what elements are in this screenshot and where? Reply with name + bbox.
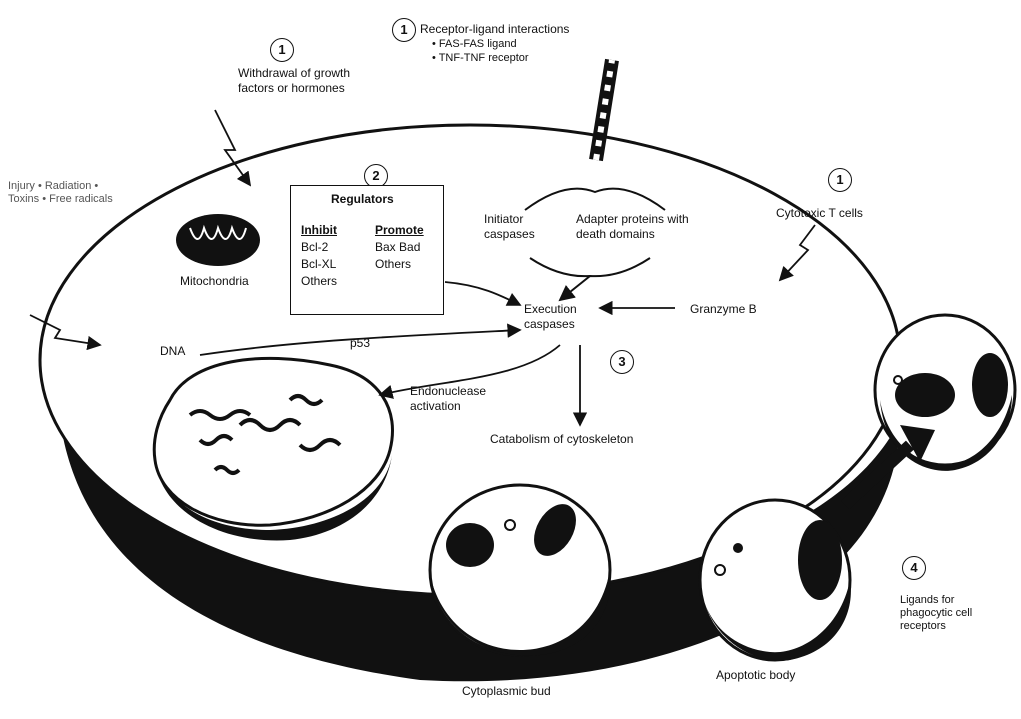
catabolism-label: Catabolism of cytoskeleton — [490, 432, 633, 447]
initiator-caspases-label: Initiator caspases — [484, 212, 564, 242]
regulators-box: Regulators Inhibit Bcl-2 Bcl-XL Others P… — [290, 185, 444, 315]
execution-caspases-label: Execution caspases — [524, 302, 604, 332]
adapter-proteins-label: Adapter proteins with death domains — [576, 212, 696, 242]
step-1-withdrawal-badge: 1 — [270, 38, 294, 62]
regulators-title: Regulators — [331, 192, 394, 206]
injury-label: Injury • Radiation • Toxins • Free radic… — [8, 180, 113, 206]
inhibit-column: Inhibit Bcl-2 Bcl-XL Others — [301, 222, 361, 290]
receptor-title: Receptor-ligand interactions — [420, 22, 569, 37]
step-3-badge: 3 — [610, 350, 634, 374]
p53-label: p53 — [350, 336, 370, 351]
inhibit-header: Inhibit — [301, 222, 361, 239]
step-1-cytotoxic-badge: 1 — [828, 168, 852, 192]
step-1-receptor-badge: 1 — [392, 18, 416, 42]
granzyme-b-label: Granzyme B — [690, 302, 757, 317]
ligands-label: Ligands for phagocytic cell receptors — [900, 594, 1010, 633]
cytotoxic-t-cells-label: Cytotoxic T cells — [776, 206, 863, 221]
endonuclease-label: Endonuclease activation — [410, 384, 520, 414]
promote-header: Promote — [375, 222, 439, 239]
dna-label: DNA — [160, 344, 185, 359]
mitochondria-label: Mitochondria — [180, 274, 249, 289]
apoptotic-body-label: Apoptotic body — [716, 668, 795, 683]
receptor-item-fas: • FAS-FAS ligand — [432, 38, 517, 51]
inhibit-items: Bcl-2 Bcl-XL Others — [301, 239, 351, 290]
mitochondrion-icon — [176, 214, 260, 266]
cytoplasmic-bud-label: Cytoplasmic bud — [462, 684, 551, 699]
receptor-item-tnf: • TNF-TNF receptor — [432, 52, 529, 65]
dna-fragmentation-label: DNA fragmentation — [240, 476, 330, 506]
promote-items: Bax Bad Others — [375, 239, 425, 273]
step-4-badge: 4 — [902, 556, 926, 580]
withdrawal-label: Withdrawal of growth factors or hormones — [238, 66, 378, 96]
promote-column: Promote Bax Bad Others — [375, 222, 439, 273]
